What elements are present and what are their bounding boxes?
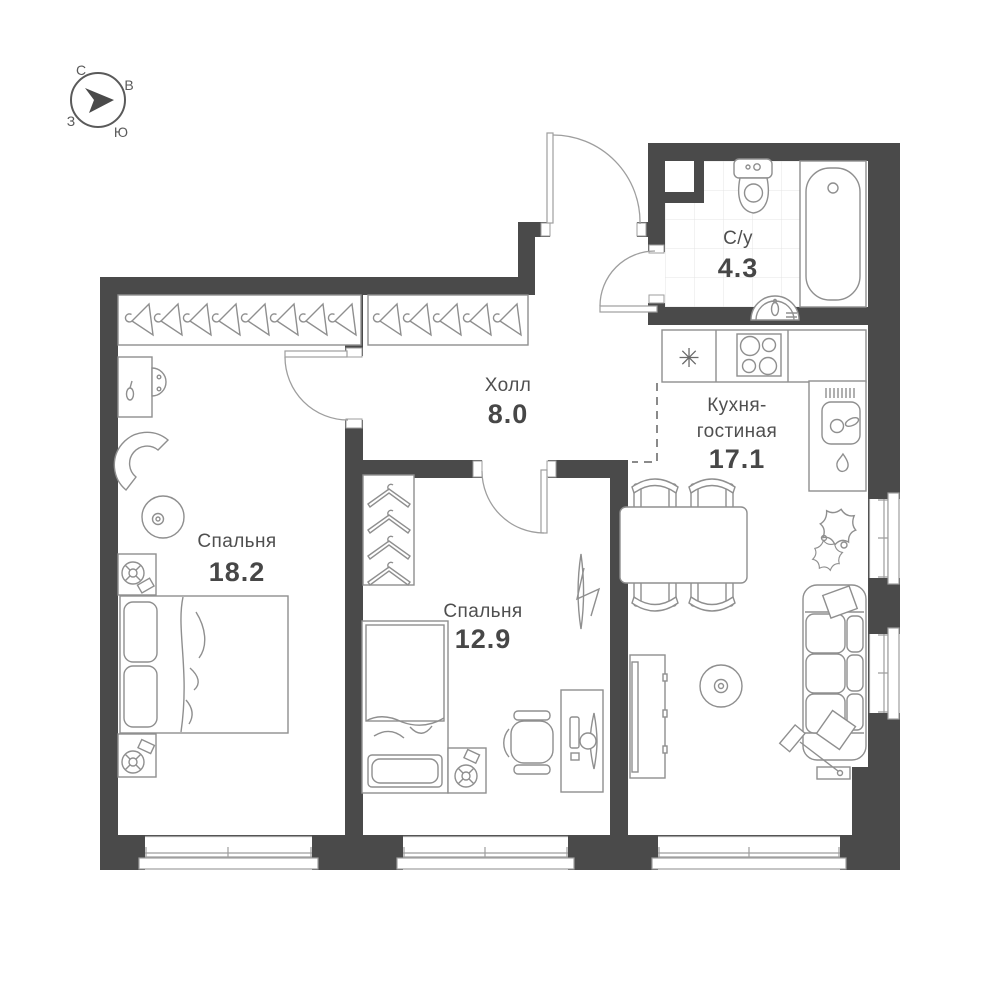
bedroom-small-furniture [361,474,604,794]
bathroom-fixtures [733,158,867,321]
dining-table-chairs [619,478,748,612]
closet-hangers-hall [367,294,529,346]
round-rug-lamp-icon [699,664,743,708]
hall-label: Холл [485,375,531,396]
kitchen-living-furniture: ✳ [619,329,867,780]
compass-north: С [76,62,86,78]
single-bed-icon [361,620,449,794]
compass-south: Ю [114,124,128,140]
office-chair-icon [503,710,554,775]
bedroom-large-label: Спальня [197,531,276,552]
bedroom-large-furniture [113,294,362,778]
stove-icon [736,333,782,377]
wall-tv-icon [576,553,601,630]
walls [100,143,900,870]
bedroom-small-label: Спальня [443,601,522,622]
window-bedroom-large [138,835,319,870]
bedroom-large-door [284,350,349,421]
kitchen-label-line1: Кухня- [707,395,767,416]
compass-east: В [124,77,133,93]
bathtub-icon [799,160,867,308]
ventilation-shaft [665,161,694,192]
floor-lamp-icon [778,723,851,780]
door-jambs [345,222,665,478]
tv-stand-icon [629,654,668,779]
nightstand-lamp-small-bedroom [447,747,487,794]
dressing-table-icon [117,356,167,418]
kitchen-area: 17.1 [709,444,766,474]
closet-hangers-bedroom-large [117,294,362,346]
window-bedroom-small [396,835,575,870]
bedroom-large-area: 18.2 [209,557,266,587]
bedroom-small-area: 12.9 [455,624,512,654]
double-bed-icon [119,595,289,734]
desk-icon [560,689,604,793]
nightstand-lamp-bottom [117,733,157,778]
hall-furniture [367,294,529,346]
kitchen-label-line2: гостиная [697,421,777,442]
toilet-icon [733,158,773,214]
wardrobe-hangers [362,474,415,586]
water-drop-icon [836,452,849,473]
room-labels: Спальня 18.2 Спальня 12.9 Холл 8.0 С/у 4… [197,228,777,654]
compass-west: З [67,113,75,129]
bathroom-area: 4.3 [718,253,759,283]
window-right-upper [868,492,900,585]
kitchen-sink-cabinet [808,380,867,492]
hall-area: 8.0 [488,399,529,429]
pillow-icon [815,709,857,751]
dining-table-icon [619,506,748,584]
bathroom-door [599,250,658,313]
armchair-icon [113,431,170,492]
bedroom-small-door [481,469,548,534]
compass-needle-icon [85,88,114,113]
side-table-icon [141,495,185,539]
compass: С В З Ю [67,62,134,140]
sink-icon [750,295,800,321]
window-right-lower [868,627,900,720]
kitchen-zone-boundary [632,383,658,463]
pillow-icon [821,585,859,619]
sofa-icon [802,584,867,761]
fridge-icon: ✳ [678,343,700,373]
bathroom-label: С/у [723,228,753,249]
window-kitchen [651,835,847,870]
nightstand-lamp-top [117,553,157,596]
entrance-door [546,132,641,225]
compass-circle [70,72,126,128]
plant-icon [806,505,860,577]
